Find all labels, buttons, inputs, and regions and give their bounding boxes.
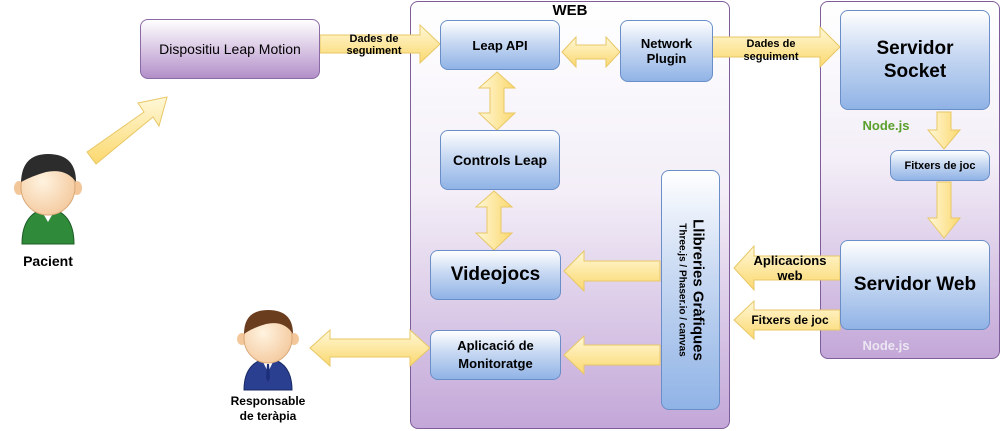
arrow-libs-to-videojocs	[563, 249, 661, 293]
arrow-plugin-to-socket	[711, 25, 841, 69]
servidor-web-box: Servidor Web	[840, 240, 990, 330]
pacient-label: Pacient	[23, 253, 73, 269]
label-dades-seguiment-1: Dades de seguiment	[346, 33, 402, 57]
arrow-api-controls	[477, 71, 517, 131]
llibreries-title: Llibreries Gràfiques	[689, 219, 706, 361]
servidor-socket-label: Servidor Socket	[876, 38, 954, 82]
network-plugin-box: Network Plugin	[620, 20, 713, 82]
videojocs-label: Videojocs	[450, 264, 541, 285]
responsable-avatar	[232, 306, 304, 391]
arrow-pacient-to-device	[86, 96, 168, 165]
arrow-responsable-monitoratge	[309, 328, 431, 368]
controls-leap-box: Controls Leap	[440, 130, 560, 190]
label-fitxers-joc: Fitxers de joc	[751, 313, 829, 327]
servidor-socket-box: Servidor Socket	[840, 10, 990, 110]
servidor-web-label: Servidor Web	[853, 274, 977, 295]
network-plugin-label: Network Plugin	[640, 36, 693, 66]
arrow-socket-to-files	[926, 111, 962, 150]
leap-api-box: Leap API	[440, 20, 560, 70]
label-nodejs-socket: Node.js	[862, 118, 910, 133]
responsable-label: Responsable de teràpia	[230, 394, 306, 423]
label-aplicacions-web: Aplicacions web	[753, 253, 827, 283]
monitoratge-label: Aplicació de Monitoratge	[457, 338, 534, 371]
arrow-web-files	[733, 299, 841, 341]
llibreries-text: Llibreries Gràfiques Three.js / Phaser.i…	[675, 175, 706, 405]
monitoratge-box: Aplicació de Monitoratge	[430, 330, 561, 380]
leap-motion-device-label: Dispositiu Leap Motion	[159, 41, 301, 57]
arrow-files-to-web	[926, 181, 962, 239]
videojocs-box: Videojocs	[430, 250, 561, 300]
controls-leap-label: Controls Leap	[452, 152, 548, 168]
llibreries-subtitle: Three.js / Phaser.io / canvas	[676, 223, 687, 357]
arrow-device-to-api	[319, 23, 441, 65]
arrow-controls-videojocs	[474, 190, 514, 251]
arrow-api-plugin	[561, 35, 621, 69]
fitxers-joc-box: Fitxers de joc	[890, 150, 990, 181]
leap-api-label: Leap API	[472, 37, 528, 53]
llibreries-box: Llibreries Gràfiques Three.js / Phaser.i…	[661, 170, 720, 410]
pacient-avatar	[8, 150, 88, 245]
arrow-web-apps	[733, 244, 841, 292]
leap-motion-device: Dispositiu Leap Motion	[140, 19, 320, 79]
pacient-person-icon	[14, 154, 82, 245]
label-nodejs-web: Node.js	[862, 338, 910, 353]
fitxers-joc-label: Fitxers de joc	[904, 159, 976, 172]
arrow-libs-to-monitoratge	[563, 334, 661, 376]
web-panel-title: WEB	[552, 2, 588, 19]
responsable-person-icon	[237, 310, 299, 391]
label-dades-seguiment-2: Dades de seguiment	[743, 38, 799, 63]
